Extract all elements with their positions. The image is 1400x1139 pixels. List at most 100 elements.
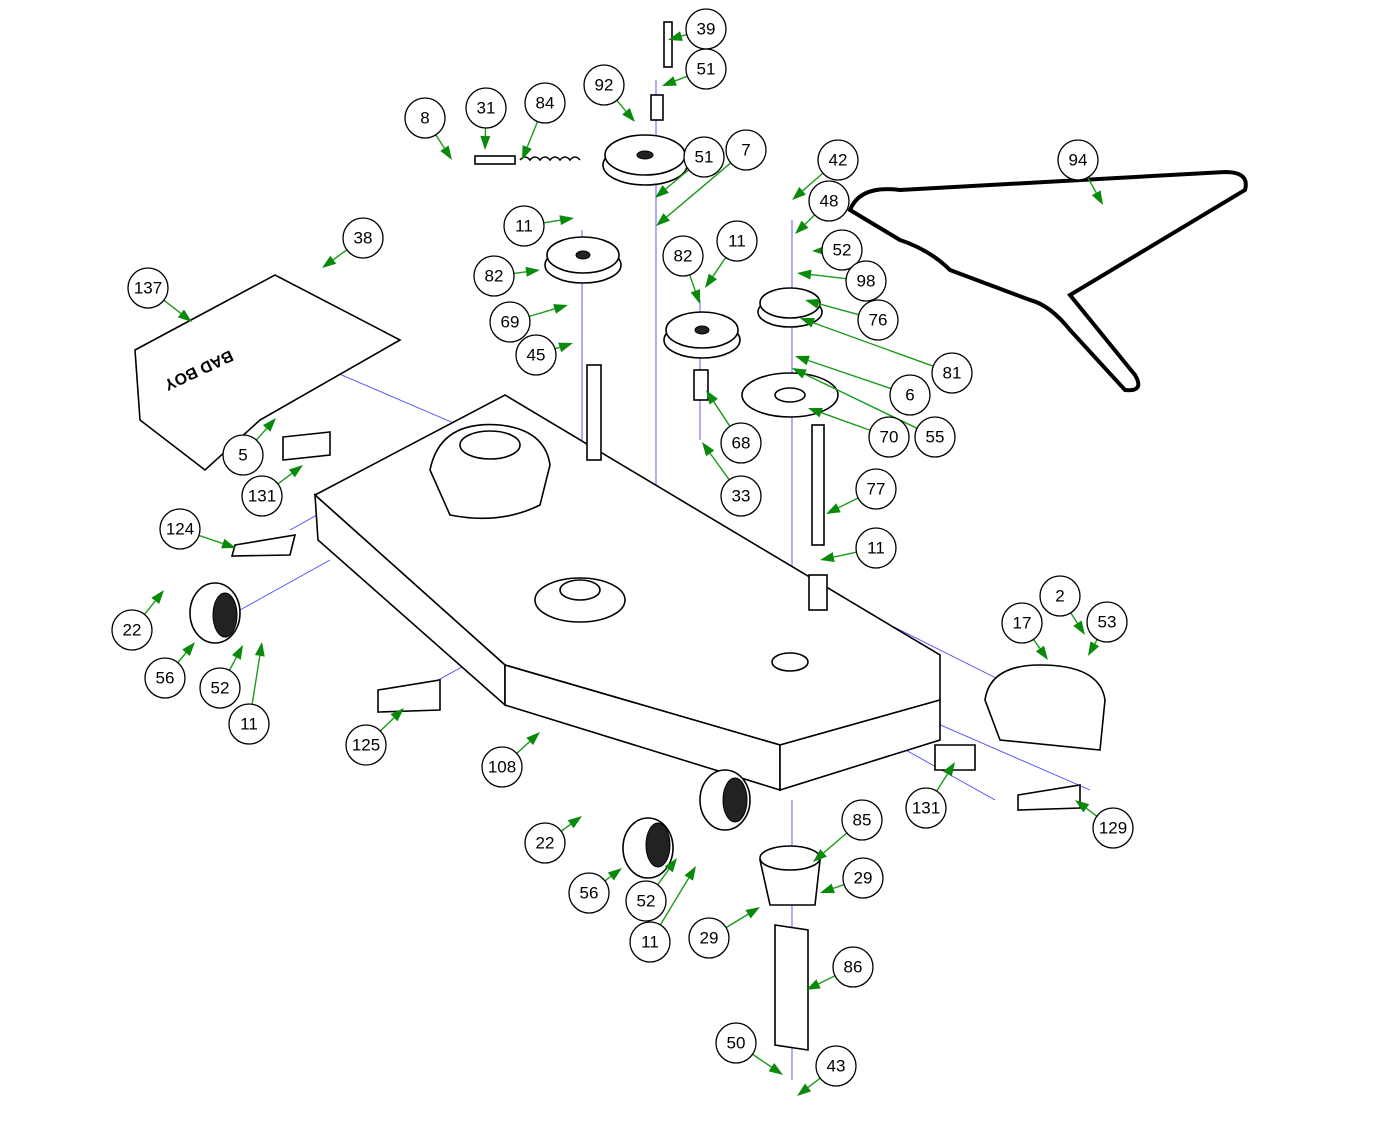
callout-circle	[715, 1022, 757, 1064]
leader-line	[435, 134, 446, 149]
callout-circle	[821, 229, 863, 271]
arrowhead-icon	[1035, 645, 1048, 660]
arrowhead-icon	[745, 907, 760, 919]
callout-label: 8	[420, 109, 429, 128]
arrowhead-icon	[826, 503, 841, 514]
callout-label: 42	[829, 151, 848, 170]
callout-77: 77	[826, 468, 897, 514]
arrowhead-icon	[522, 145, 532, 160]
leader-line	[332, 249, 348, 261]
arrowhead-icon	[567, 816, 582, 829]
callout-51: 51	[662, 48, 727, 90]
callout-circle	[815, 1045, 857, 1087]
callout-circle	[241, 475, 283, 517]
callout-circle	[503, 205, 545, 247]
leader-line	[812, 322, 934, 367]
arrowhead-icon	[182, 642, 195, 656]
callout-circle	[817, 139, 859, 181]
leader-line	[560, 823, 572, 832]
arrowhead-icon	[705, 273, 718, 288]
callout-circle	[1092, 807, 1134, 849]
callout-label: 76	[869, 311, 888, 330]
leader-line	[709, 452, 730, 481]
callout-circle	[404, 97, 446, 139]
callout-label: 124	[166, 520, 194, 539]
callout-label: 17	[1013, 614, 1032, 633]
callout-circle	[515, 334, 557, 376]
callout-33: 33	[702, 442, 762, 517]
callout-48: 48	[795, 180, 850, 234]
callout-label: 11	[641, 933, 659, 952]
leader-line	[802, 172, 824, 192]
leader-line	[820, 412, 871, 431]
callout-label: 45	[527, 346, 546, 365]
callout-label: 77	[867, 480, 886, 499]
callout-label: 92	[595, 76, 614, 95]
callout-label: 53	[1098, 613, 1117, 632]
leader-line	[516, 740, 531, 754]
callout-circle	[662, 235, 704, 277]
arrowhead-icon	[684, 866, 696, 881]
callout-29: 29	[820, 857, 884, 899]
arrowhead-icon	[768, 1062, 783, 1075]
callout-circle	[342, 217, 384, 259]
leader-line	[832, 883, 845, 890]
callout-circle	[683, 136, 725, 178]
callout-50: 50	[715, 1022, 783, 1075]
arrowhead-icon	[797, 269, 812, 280]
leader-line	[752, 1053, 772, 1068]
leader-line	[177, 652, 187, 664]
callout-22: 22	[524, 816, 582, 864]
callout-81: 81	[800, 318, 973, 394]
callout-52: 52	[625, 858, 677, 922]
callout-label: 52	[637, 892, 656, 911]
callout-39: 39	[668, 8, 727, 50]
callout-label: 43	[827, 1057, 846, 1076]
arrowhead-icon	[820, 883, 835, 894]
arrowhead-icon	[1091, 190, 1103, 205]
callout-label: 50	[727, 1034, 746, 1053]
leader-line	[818, 975, 836, 985]
callout-label: 31	[477, 99, 496, 118]
arrowhead-icon	[706, 390, 718, 405]
callout-label: 52	[211, 679, 230, 698]
callout-86: 86	[806, 946, 874, 990]
callout-label: 7	[741, 141, 750, 160]
leader-line	[616, 99, 627, 112]
leader-line	[228, 657, 238, 671]
callout-circle	[716, 220, 758, 262]
arrowhead-icon	[806, 979, 821, 990]
callout-label: 11	[240, 715, 258, 734]
callout-circle	[199, 667, 241, 709]
leader-line	[526, 121, 539, 148]
callout-label: 6	[905, 386, 914, 405]
callout-124: 124	[159, 508, 236, 550]
leader-line	[379, 717, 395, 732]
callout-circle	[228, 703, 270, 745]
leader-line	[807, 1077, 821, 1089]
leader-line	[528, 308, 555, 318]
callout-label: 51	[695, 148, 714, 167]
leader-line	[657, 868, 670, 886]
arrowhead-icon	[1075, 800, 1090, 813]
leader-line	[1085, 807, 1098, 817]
arrowhead-icon	[792, 368, 807, 379]
callout-circle	[868, 416, 910, 458]
callout-82: 82	[473, 255, 540, 297]
arrowhead-icon	[526, 732, 540, 746]
callout-125: 125	[345, 708, 404, 766]
callout-52: 52	[812, 229, 863, 271]
leader-line	[712, 257, 727, 277]
callout-45: 45	[515, 334, 573, 376]
callout-label: 94	[1069, 151, 1088, 170]
callout-label: 38	[354, 229, 373, 248]
leader-line	[1032, 638, 1041, 649]
leader-line	[1094, 639, 1098, 645]
leader-line	[810, 273, 847, 280]
callout-circle	[720, 475, 762, 517]
arrowhead-icon	[559, 215, 574, 226]
callout-42: 42	[792, 139, 859, 200]
arrowhead-icon	[795, 220, 809, 234]
callout-84: 84	[522, 82, 566, 160]
arrowhead-icon	[553, 304, 568, 314]
